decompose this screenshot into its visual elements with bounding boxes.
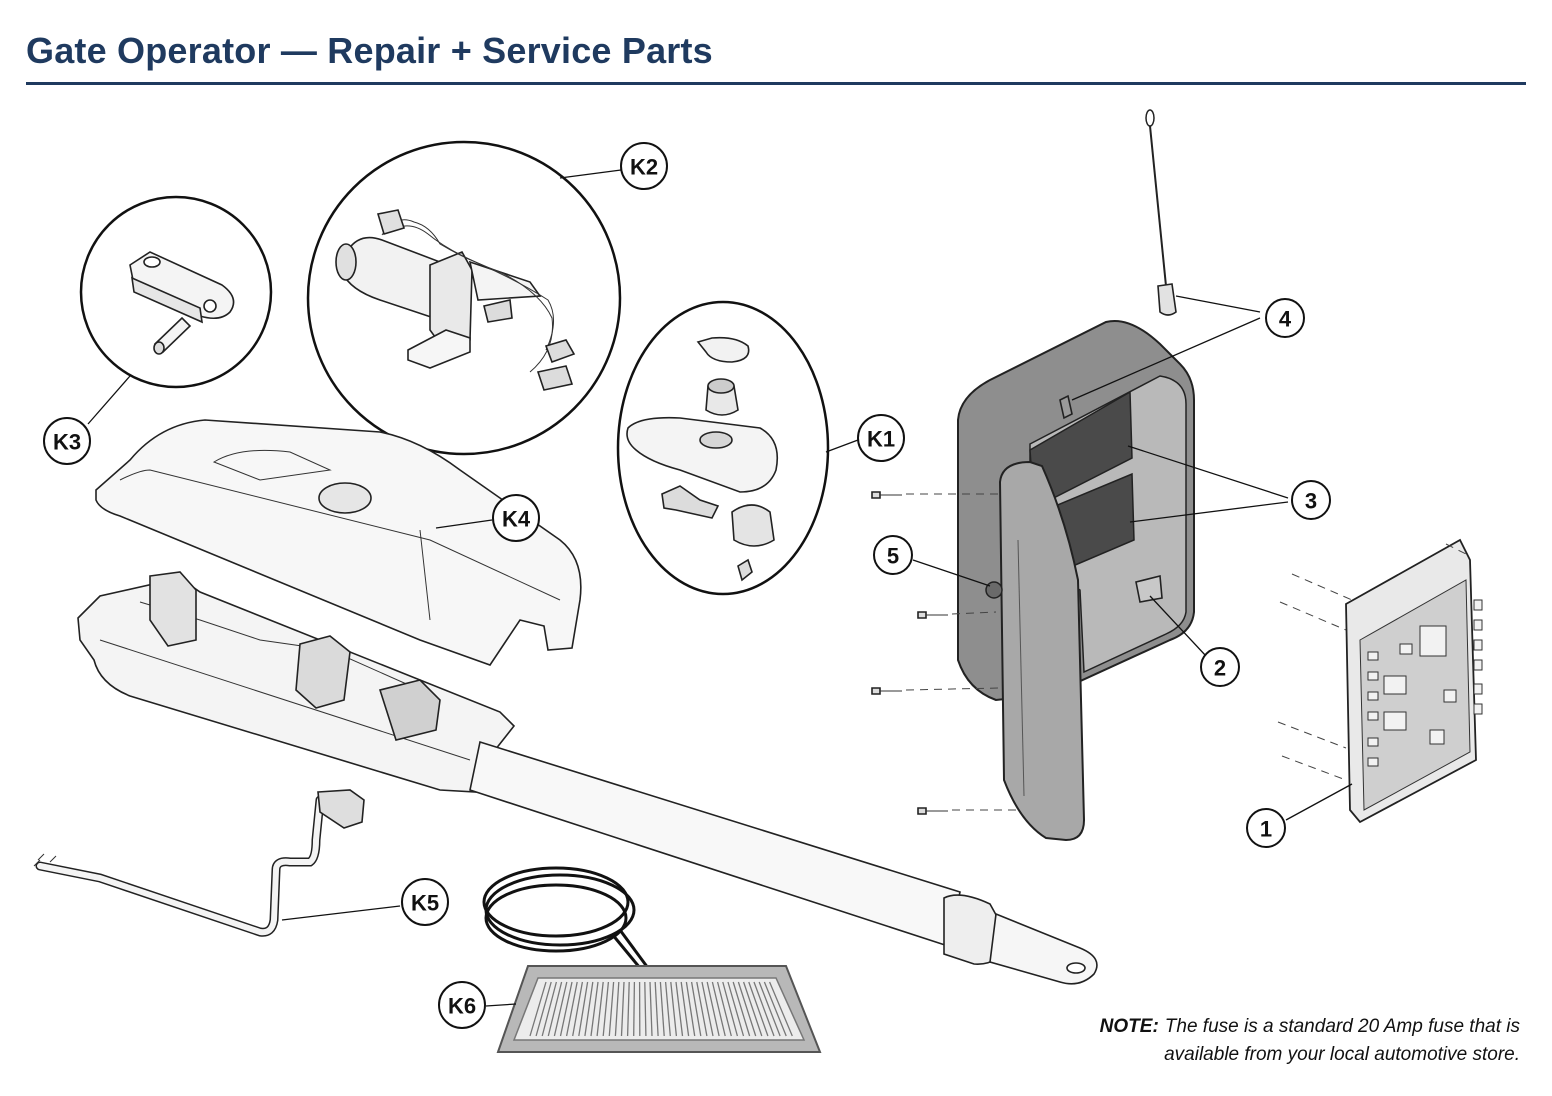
svg-text:1: 1 bbox=[1260, 817, 1272, 842]
callout-2: 2 bbox=[1200, 647, 1240, 687]
bracket-icon bbox=[129, 251, 235, 324]
lock-cylinder-icon bbox=[705, 378, 739, 416]
svg-text:2: 2 bbox=[1214, 656, 1226, 681]
actuator-cover bbox=[95, 419, 582, 666]
callout-5: 5 bbox=[873, 535, 913, 575]
svg-text:K4: K4 bbox=[502, 507, 531, 532]
release-handle-icon bbox=[626, 416, 779, 493]
svg-text:K5: K5 bbox=[411, 891, 439, 916]
latch-icon bbox=[661, 485, 720, 519]
callout-1: 1 bbox=[1246, 808, 1286, 848]
callout-k3: K3 bbox=[43, 417, 91, 465]
callout-k4: K4 bbox=[492, 494, 540, 542]
screw-icon bbox=[737, 558, 753, 582]
leader-lines bbox=[87, 169, 1353, 1007]
svg-text:K1: K1 bbox=[867, 427, 895, 452]
note-line-2: available from your local automotive sto… bbox=[1164, 1044, 1520, 1065]
actuator-tube bbox=[469, 740, 1098, 985]
enclosure-screws bbox=[871, 491, 1020, 815]
svg-text:K2: K2 bbox=[630, 155, 658, 180]
svg-text:K6: K6 bbox=[448, 994, 476, 1019]
knob-icon bbox=[731, 504, 775, 547]
antenna bbox=[1145, 109, 1177, 316]
callout-k2: K2 bbox=[620, 142, 668, 190]
control-board bbox=[1277, 538, 1483, 824]
callout-k1: K1 bbox=[857, 414, 905, 462]
control-enclosure bbox=[957, 320, 1195, 842]
svg-text:5: 5 bbox=[887, 544, 899, 569]
svg-text:3: 3 bbox=[1305, 489, 1317, 514]
callout-k6: K6 bbox=[438, 981, 486, 1029]
actuator-base bbox=[77, 571, 516, 793]
key-cap-icon bbox=[696, 336, 750, 363]
svg-text:4: 4 bbox=[1279, 307, 1292, 332]
fuse-note: NOTE:The fuse is a standard 20 Amp fuse … bbox=[1000, 1013, 1520, 1069]
note-line-1: NOTE:The fuse is a standard 20 Amp fuse … bbox=[1000, 1013, 1520, 1041]
motor-icon bbox=[335, 209, 576, 391]
page-title: Gate Operator — Repair + Service Parts bbox=[26, 30, 713, 71]
inset-k3-bracket bbox=[79, 195, 273, 389]
pin-icon bbox=[153, 316, 192, 355]
callout-k5: K5 bbox=[401, 878, 449, 926]
note-label: NOTE: bbox=[1099, 1016, 1159, 1037]
callout-4: 4 bbox=[1265, 298, 1305, 338]
svg-text:K3: K3 bbox=[53, 430, 81, 455]
title-underline bbox=[26, 82, 1526, 85]
callout-3: 3 bbox=[1291, 480, 1331, 520]
exit-sensor-pad bbox=[482, 866, 822, 1053]
inset-k1-lock bbox=[616, 300, 830, 596]
note-text-1: The fuse is a standard 20 Amp fuse that … bbox=[1164, 1016, 1520, 1037]
power-harness bbox=[33, 789, 365, 937]
inset-k2-motor bbox=[306, 140, 622, 456]
